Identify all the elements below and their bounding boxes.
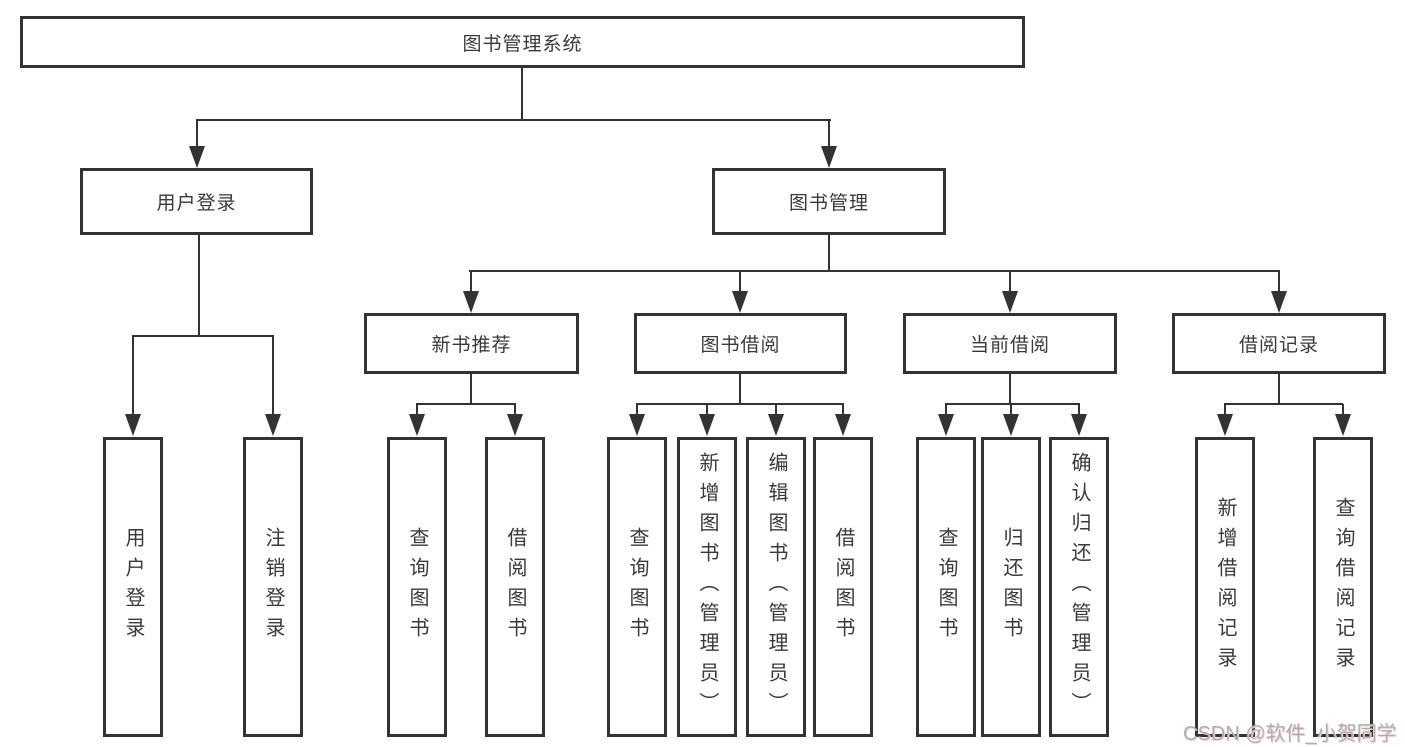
arrowhead-down [835, 414, 851, 436]
connector-line [1342, 404, 1344, 415]
connector-line [945, 404, 947, 415]
node-label: 注销登录 [262, 527, 284, 647]
node-label: 用户登录 [122, 527, 144, 647]
node-label: 新增图书（管理员） [696, 452, 718, 722]
arrowhead-down [189, 146, 205, 168]
node-logout: 注销登录 [243, 437, 303, 737]
node-label: 图书管理系统 [462, 33, 583, 55]
connector-line [1009, 374, 1011, 404]
connector-line [739, 271, 741, 293]
arrowhead-down [629, 414, 645, 436]
arrowhead-down [1335, 414, 1351, 436]
node-label: 确认归还（管理员） [1068, 452, 1090, 722]
connector-line [469, 270, 1280, 272]
node-borrow-records: 借阅记录 [1172, 313, 1386, 374]
node-label: 新增借阅记录 [1214, 497, 1236, 677]
arrowhead-down [409, 414, 425, 436]
arrowhead-down [1271, 291, 1287, 313]
node-edit-book-admin: 编辑图书（管理员） [746, 437, 806, 737]
arrowhead-down [1002, 291, 1018, 313]
node-label: 归还图书 [1000, 527, 1022, 647]
connector-line [636, 404, 638, 415]
connector-line [132, 335, 274, 337]
node-add-book-admin: 新增图书（管理员） [677, 437, 737, 737]
connector-line [470, 271, 472, 293]
connector-line [828, 235, 830, 271]
connector-line [198, 235, 200, 336]
arrowhead-down [938, 414, 954, 436]
node-book-borrow: 图书借阅 [634, 313, 847, 374]
node-root: 图书管理系统 [20, 16, 1025, 68]
connector-line [1010, 404, 1012, 415]
connector-line [945, 403, 1080, 405]
node-label: 当前借阅 [969, 335, 1050, 356]
node-label: 查询图书 [626, 527, 648, 647]
arrowhead-down [507, 414, 523, 436]
connector-line [521, 68, 523, 120]
node-return-books: 归还图书 [981, 437, 1041, 737]
connector-line [272, 336, 274, 414]
connector-line [739, 374, 741, 404]
connector-line [416, 404, 418, 415]
arrowhead-down [768, 414, 784, 436]
node-label: 新书推荐 [431, 335, 512, 356]
connector-line [1278, 374, 1280, 404]
connector-line [1224, 403, 1343, 405]
connector-line [828, 120, 830, 147]
node-new-book-recommend: 新书推荐 [364, 313, 579, 374]
connector-line [1224, 404, 1226, 415]
node-borrow-books-recommend: 借阅图书 [485, 437, 545, 737]
node-user-login-branch: 用户登录 [80, 168, 313, 235]
connector-line [1009, 271, 1011, 293]
connector-line [416, 403, 516, 405]
node-confirm-return-admin: 确认归还（管理员） [1049, 437, 1109, 737]
node-query-books-recommend: 查询图书 [387, 437, 447, 737]
node-add-borrow-record: 新增借阅记录 [1195, 437, 1255, 737]
connector-line [132, 336, 134, 414]
csdn-watermark: CSDN @软件_小贺同学 [1183, 723, 1397, 745]
arrowhead-down [1071, 414, 1087, 436]
node-label: 借阅图书 [832, 527, 854, 647]
node-query-books-borrow: 查询图书 [607, 437, 667, 737]
connector-line [196, 119, 831, 121]
node-label: 编辑图书（管理员） [765, 452, 787, 722]
node-label: 图书管理 [788, 193, 869, 214]
connector-line [706, 404, 708, 415]
connector-line [775, 404, 777, 415]
node-label: 借阅记录 [1238, 335, 1319, 356]
arrowhead-down [463, 291, 479, 313]
connector-line [636, 403, 844, 405]
node-label: 图书借阅 [700, 335, 781, 356]
node-book-management: 图书管理 [712, 168, 946, 235]
node-label: 用户登录 [156, 193, 237, 214]
node-label: 查询图书 [935, 527, 957, 647]
node-borrow-books-borrow: 借阅图书 [813, 437, 873, 737]
arrowhead-down [732, 291, 748, 313]
connector-line [1278, 271, 1280, 293]
node-user-login-leaf: 用户登录 [103, 437, 163, 737]
arrowhead-down [1003, 414, 1019, 436]
node-label: 查询图书 [406, 527, 428, 647]
node-current-borrow: 当前借阅 [903, 313, 1117, 374]
node-query-books-current: 查询图书 [916, 437, 976, 737]
arrowhead-down [1217, 414, 1233, 436]
node-label: 借阅图书 [504, 527, 526, 647]
arrowhead-down [699, 414, 715, 436]
node-query-borrow-record: 查询借阅记录 [1313, 437, 1373, 737]
node-label: 查询借阅记录 [1332, 497, 1354, 677]
connector-line [196, 120, 198, 147]
arrowhead-down [265, 414, 281, 436]
arrowhead-down [821, 146, 837, 168]
connector-line [1078, 404, 1080, 415]
connector-line [842, 404, 844, 415]
connector-line [514, 404, 516, 415]
connector-line [470, 374, 472, 404]
arrowhead-down [125, 414, 141, 436]
